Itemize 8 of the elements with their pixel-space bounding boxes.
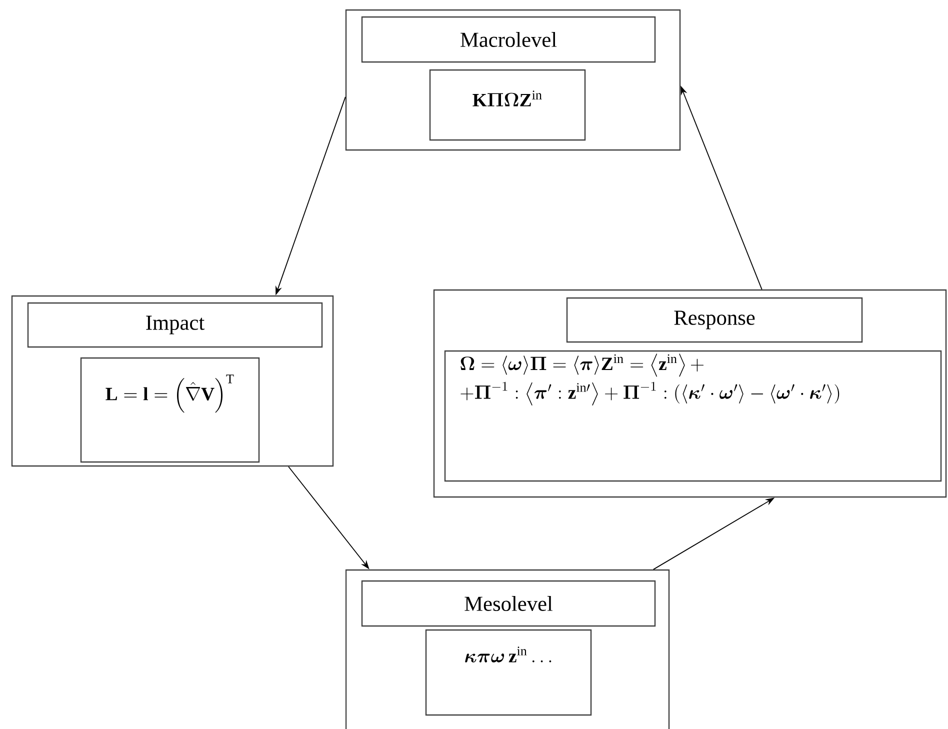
formula-box: $\boldsymbol{\kappa\pi\omega}\,\mathbf{z}^{\mathrm{in}}\ldots$ <box>425 629 592 716</box>
title-box: Response <box>566 297 863 343</box>
title-box: Mesolevel <box>361 580 656 627</box>
formula-box: $\mathbf{K}\boldsymbol{\Pi\Omega}\mathbf{Z}^{\mathrm{in}}$ <box>429 69 586 141</box>
formula-box: $\mathbf{L}=\mathbf{l}=\left(\hat{\nabla}\mathbf{V}\right)^{\mathrm{T}}$ <box>80 357 260 463</box>
formula-box: $\begin{array}{l}\boldsymbol{\Omega}=\langle\boldsymbol{\omega}\rangle\boldsymbol{\Pi}=\langle\boldsymbol{\pi}\rangle\mathbf{Z}^{\mathrm{in}}=\left\langle\mathbf{z}^{\mathrm{in}}\right\rangle+\\[4pt] +\boldsymbol{\Pi}^{-1}:\left\langle\boldsymbol{\pi}':\mathbf{z}^{\mathrm{in}\prime}\right\rangle+\boldsymbol{\Pi}^{-1}:\left(\langle\boldsymbol{\kappa}'\cdot\boldsymbol{\omega}'\rangle-\langle\boldsymbol{\omega}'\cdot\boldsymbol{\kappa}'\rangle\right)\end{array}$ <box>444 350 942 482</box>
title-box: Macrolevel <box>361 16 656 63</box>
title-box: Impact <box>27 302 323 348</box>
